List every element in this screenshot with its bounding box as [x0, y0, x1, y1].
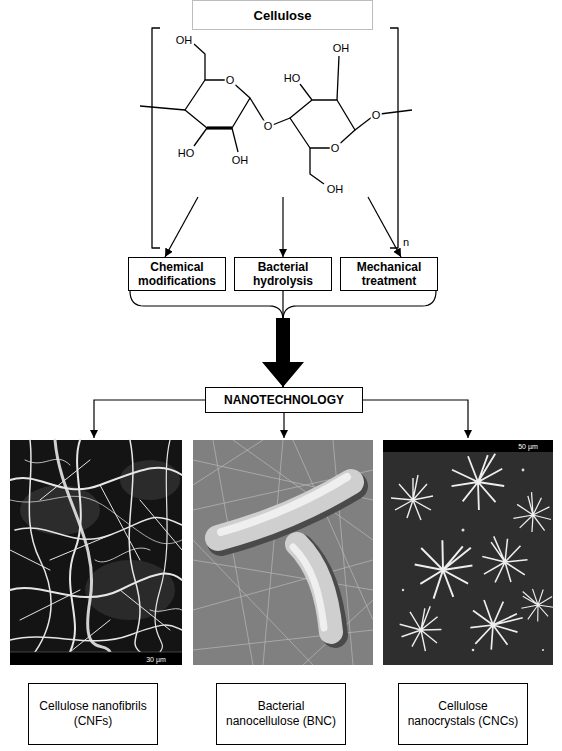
title-box: Cellulose: [140, 0, 410, 197]
nanocrystal-sem-image: [469, 527, 535, 594]
chemical-symbol: O: [330, 143, 341, 154]
nanofibril-sem-image: [29, 440, 51, 652]
nanofibril-sem-image: [10, 440, 182, 665]
nanofibril-sem-image: [120, 460, 180, 500]
scale-bar-text: 30 µm: [146, 656, 166, 663]
nanocrystal-sem-image: [383, 440, 560, 665]
bacteria-sem-image: [193, 440, 373, 665]
connector-arrow: [282, 291, 283, 387]
process-box: Chemical modifications: [128, 257, 226, 291]
nanocrystal-sem-image: [542, 649, 544, 651]
cellulose-structure: [185, 80, 250, 128]
process-box: Mechanical treatment: [340, 257, 438, 291]
nanocrystal-sem-image: [401, 523, 487, 609]
chemical-symbol: OH: [231, 155, 250, 166]
process-box: Bacterial hydrolysis: [234, 257, 332, 291]
cellulose-structure: [194, 44, 205, 80]
nanofibril-sem-image: [10, 625, 182, 641]
nanocrystal-sem-image: [508, 489, 555, 538]
bacteria-sem-image: [293, 547, 324, 628]
block-arrow: [262, 318, 304, 387]
chemical-symbol: HO: [283, 73, 302, 84]
nanofibril-sem-image: [10, 652, 182, 665]
nanofibril-sem-image: [10, 460, 182, 652]
nanocrystal-sem-image: [460, 588, 530, 656]
result-panel: Bacterial nanocellulose (BNC): [193, 438, 373, 748]
chemical-symbol: O: [371, 110, 382, 121]
connector-arrow: [283, 413, 284, 438]
nanocrystal-sem-image: [442, 442, 513, 516]
nanocrystal-sem-image: [522, 469, 525, 472]
node-text: Cellulose nanocrystals (CNCs): [398, 683, 528, 745]
bacteria-sem-image: [221, 477, 347, 532]
node-text: Cellulose nanofibrils (CNFs): [28, 683, 158, 745]
cellulose-structure: [300, 84, 312, 100]
cellulose-structure: [194, 128, 207, 146]
chemical-symbol: OH: [326, 184, 345, 195]
result-panel: Cellulose nanofibrils (CNFs): [10, 438, 182, 748]
bacteria-sem-image: [193, 440, 373, 665]
cellulose-structure: [152, 28, 160, 248]
nanofibril-sem-image: [10, 468, 182, 490]
cellulose-structure: [290, 100, 355, 148]
node-text: Bacterial hydrolysis: [239, 260, 327, 288]
nanocrystal-sem-image: [512, 581, 560, 628]
nanocrystal-sem-image: [391, 475, 433, 520]
cellulose-structure: [140, 106, 185, 110]
connector-arrow: [130, 291, 283, 387]
node-text: NANOTECHNOLOGY: [224, 393, 344, 407]
cellulose-structure: [207, 126, 232, 129]
nanocrystal-sem-image: [383, 440, 553, 665]
nanocrystal-sem-image: [396, 602, 445, 654]
cellulose-structure: [232, 128, 238, 152]
nanofibril-sem-image: [10, 573, 182, 597]
node-text: Cellulose: [192, 0, 373, 30]
connector-arrow: [363, 400, 468, 438]
nanofibril-sem-image: [25, 459, 182, 611]
node-text: Chemical modifications: [133, 260, 221, 288]
nanofibril-sem-image: [10, 496, 182, 543]
connectors: [94, 197, 468, 438]
nanofibril-sem-image: [55, 440, 110, 652]
nanofibril-sem-image: [129, 440, 140, 652]
nanocrystal-sem-image: [402, 589, 404, 591]
connector-arrow: [94, 400, 205, 438]
cellulose-structure: [380, 110, 412, 114]
connector-arrow: [368, 197, 401, 257]
nanocrystal-sem-image: [383, 440, 553, 452]
cellulose-structure: [310, 148, 324, 184]
nanofibril-sem-image: [10, 440, 182, 652]
cellulose-structure: [390, 28, 398, 248]
chemical-symbol: OH: [332, 43, 351, 54]
node-text: Bacterial nanocellulose (BNC): [216, 683, 346, 745]
cellulose-structure: [337, 56, 339, 100]
chemical-symbol: n: [402, 237, 410, 248]
scale-bar-text: 50 µm: [518, 443, 538, 450]
cellulose-structure: [140, 28, 412, 248]
nanofibril-sem-image: [10, 652, 182, 653]
nanocrystal-sem-image: [472, 649, 475, 652]
chemical-symbol: OH: [175, 35, 194, 46]
bacteria-sem-image: [193, 440, 373, 665]
nanocrystal-sem-image: [462, 529, 465, 532]
result-panel: Cellulose nanocrystals (CNCs): [383, 438, 553, 748]
nanofibril-sem-image: [10, 440, 182, 665]
node-text: Mechanical treatment: [345, 260, 433, 288]
connector-arrow: [283, 291, 436, 387]
connector-arrow: [165, 197, 198, 257]
bacteria-sem-image: [218, 477, 354, 635]
nanocrystal-sem-image: [402, 469, 544, 652]
chemical-symbol: O: [263, 121, 274, 132]
chemical-symbol: O: [225, 75, 236, 86]
chemical-symbol: HO: [177, 148, 196, 159]
central-box: NANOTECHNOLOGY: [205, 387, 363, 413]
bacteria-sem-image: [193, 440, 373, 665]
connector-arrow: [282, 197, 283, 257]
cellulose-structure: [355, 117, 372, 130]
